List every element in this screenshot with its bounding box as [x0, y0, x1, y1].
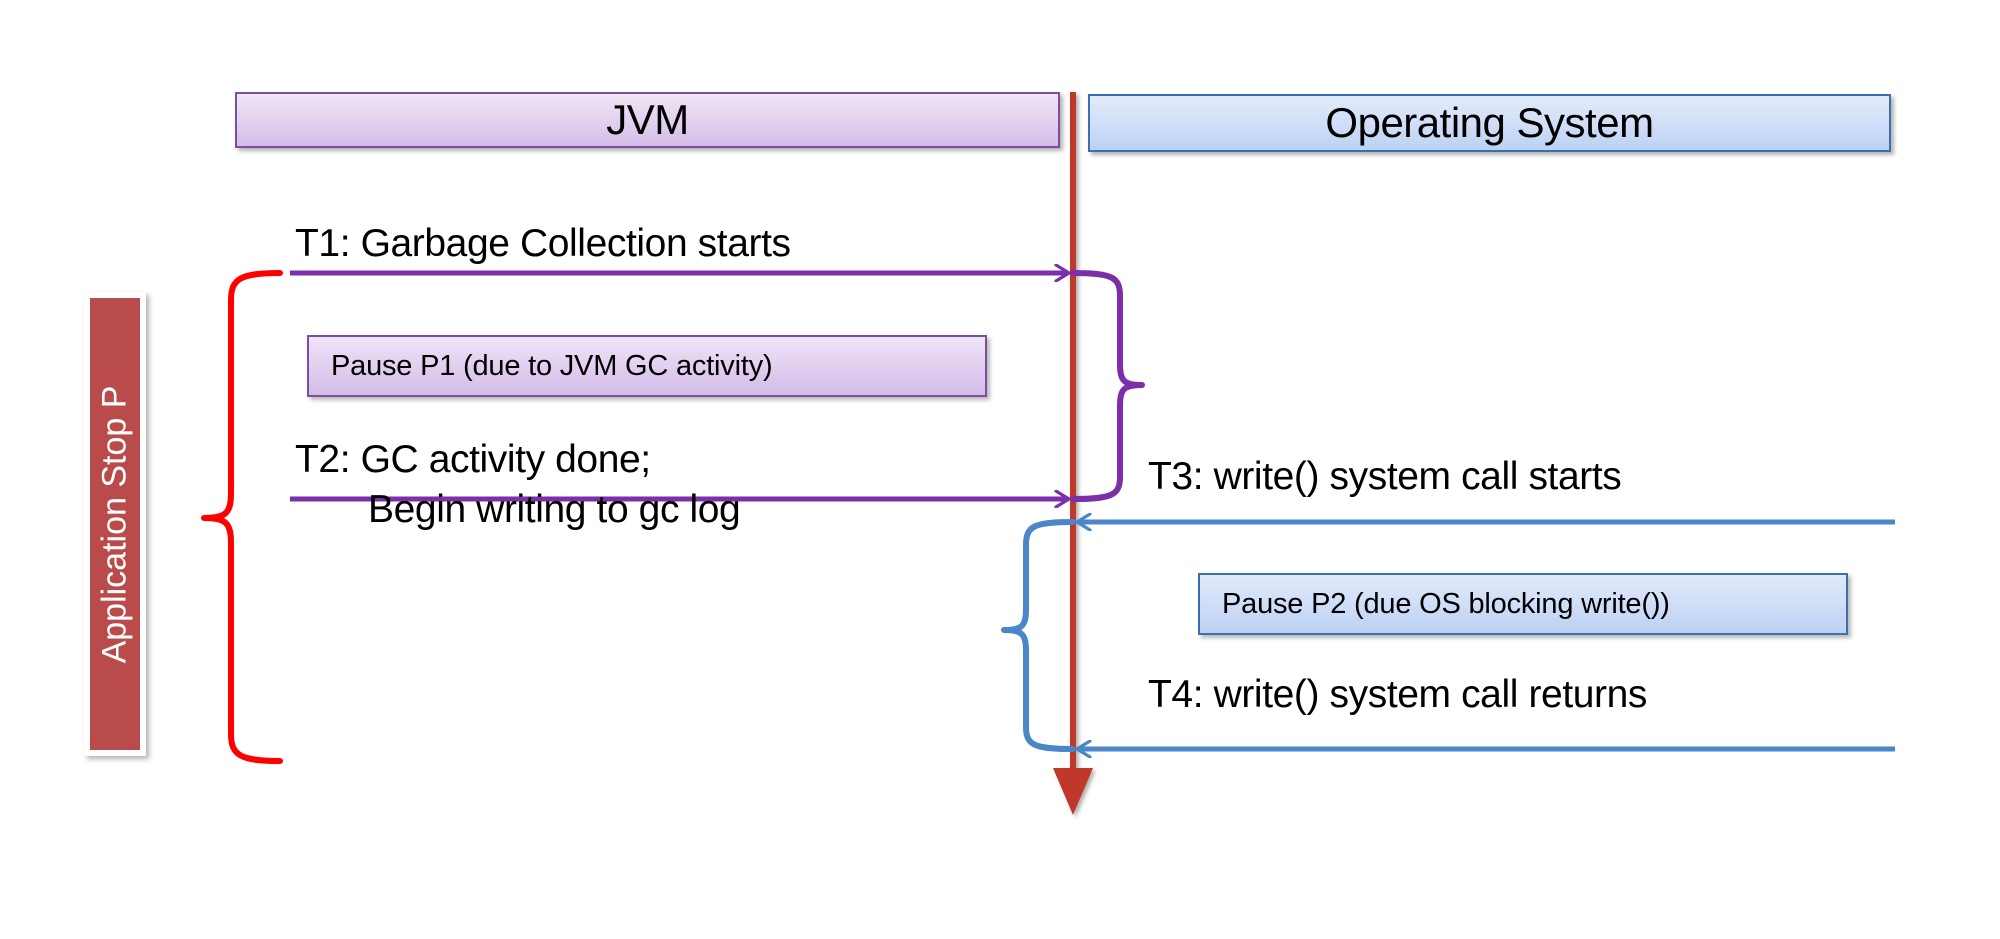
event-label-t2: T2: GC activity done; [295, 438, 651, 481]
lane-header-os-label: Operating System [1325, 99, 1654, 146]
note-pause-p2[interactable]: Pause P2 (due OS blocking write()) [1198, 573, 1848, 635]
brace-pause-p1 [1070, 270, 1145, 502]
application-stop-banner[interactable]: Application Stop P [84, 292, 146, 756]
application-stop-fill: Application Stop P [90, 298, 140, 750]
lane-header-jvm[interactable]: JVM [235, 92, 1060, 148]
brace-application-stop [201, 270, 283, 764]
event-label-t2-continuation: Begin writing to gc log [368, 488, 741, 531]
event-label-t4: T4: write() system call returns [1148, 673, 1648, 716]
note-pause-p2-label: Pause P2 (due OS blocking write()) [1222, 587, 1670, 620]
lifeline-red [1053, 92, 1093, 815]
note-pause-p1[interactable]: Pause P1 (due to JVM GC activity) [307, 335, 987, 397]
event-label-t3: T3: write() system call starts [1148, 455, 1622, 498]
lane-header-jvm-label: JVM [606, 96, 689, 143]
note-pause-p1-label: Pause P1 (due to JVM GC activity) [331, 349, 773, 382]
application-stop-label: Application Stop P [95, 385, 134, 663]
brace-pause-p2 [1001, 519, 1076, 752]
lane-header-operating-system[interactable]: Operating System [1088, 94, 1891, 152]
event-label-t1: T1: Garbage Collection starts [295, 222, 791, 265]
